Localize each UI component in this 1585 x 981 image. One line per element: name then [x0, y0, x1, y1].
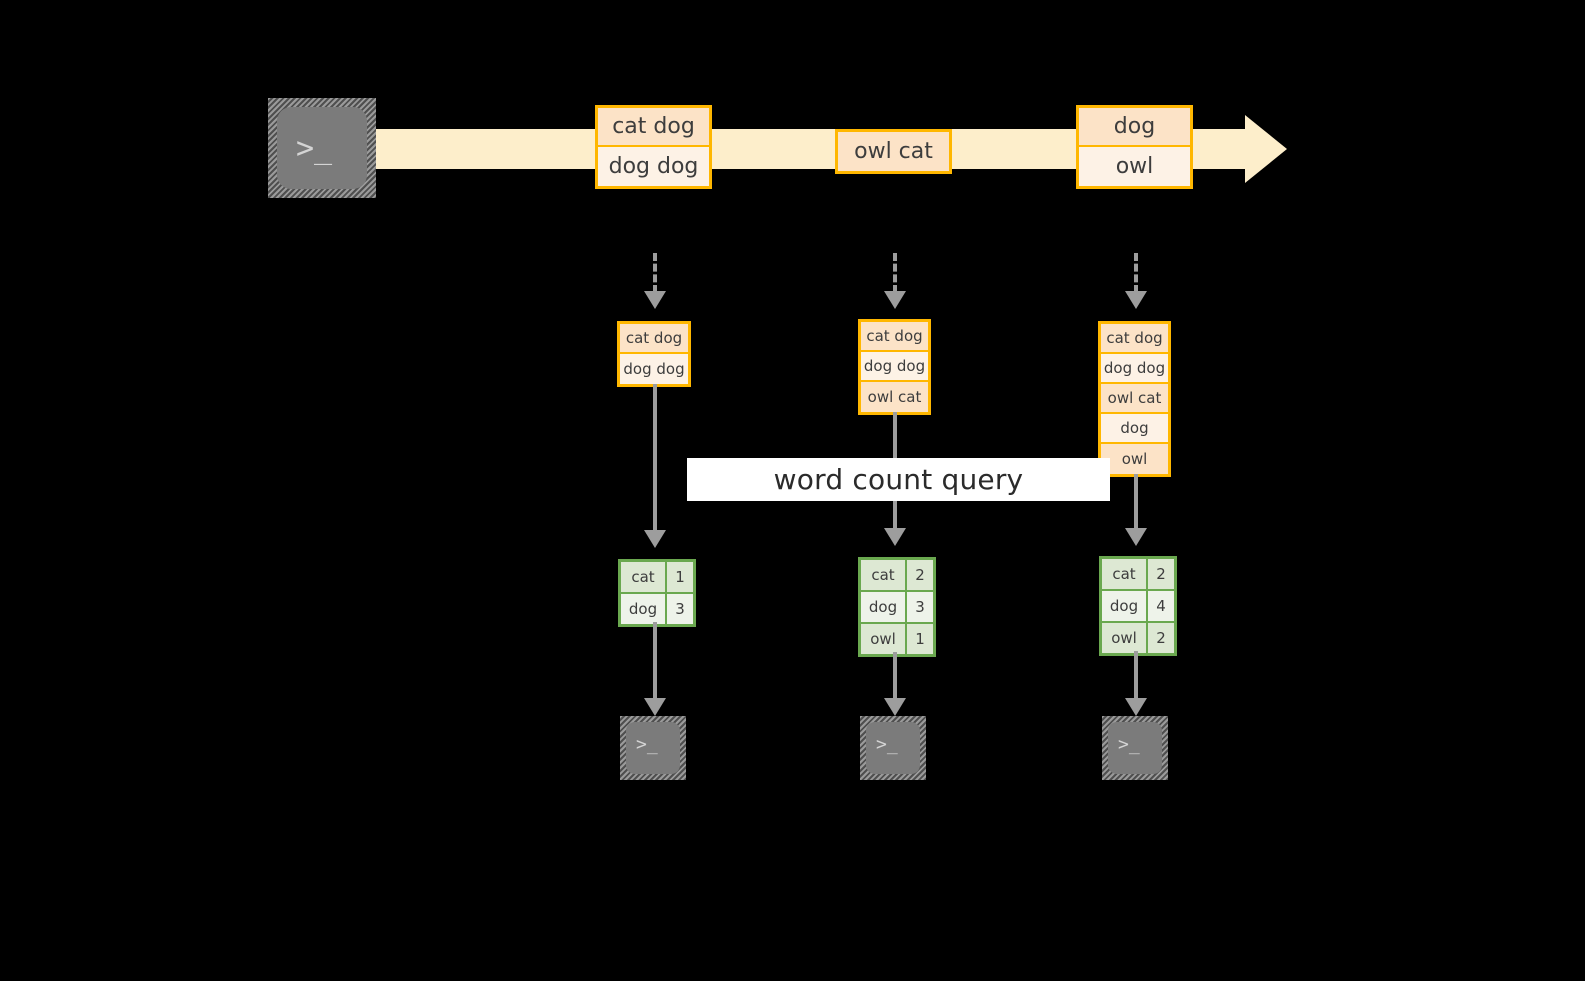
buffer-line: cat dog: [861, 322, 928, 352]
result-word: cat: [1102, 559, 1148, 589]
snapshot-2-buffer[interactable]: cat dog dog dog owl cat: [858, 319, 931, 415]
sink-arrowhead-2: [884, 698, 906, 716]
buffer-line: dog dog: [620, 354, 688, 384]
result-count: 4: [1148, 591, 1174, 621]
result-word: owl: [1102, 623, 1148, 653]
terminal-prompt-glyph: >_: [296, 131, 333, 166]
sink-connector-3: [1134, 651, 1138, 700]
buffer-line: dog: [1101, 414, 1168, 444]
buffer-line: dog dog: [861, 352, 928, 382]
terminal-body: >_: [866, 722, 920, 774]
snapshot-2-sink-terminal-icon[interactable]: >_: [860, 716, 926, 780]
result-count: 2: [907, 560, 933, 590]
feed-connector-2: [893, 253, 897, 293]
event-line: owl: [1079, 147, 1190, 186]
table-row: dog 3: [621, 594, 693, 624]
terminal-prompt-glyph: >_: [636, 734, 658, 755]
query-arrowhead-1: [644, 530, 666, 548]
result-word: dog: [861, 592, 907, 622]
event-line: dog: [1079, 108, 1190, 147]
snapshot-2-result-table[interactable]: cat 2 dog 3 owl 1: [858, 557, 936, 657]
feed-connector-1: [653, 253, 657, 293]
table-row: cat 1: [621, 562, 693, 594]
snapshot-1-result-table[interactable]: cat 1 dog 3: [618, 559, 696, 627]
event-line: cat dog: [598, 108, 709, 147]
snapshot-3-buffer[interactable]: cat dog dog dog owl cat dog owl: [1098, 321, 1171, 477]
buffer-line: owl cat: [1101, 384, 1168, 414]
stream-event-group-1[interactable]: cat dog dog dog: [595, 105, 712, 189]
stream-event-group-3[interactable]: dog owl: [1076, 105, 1193, 189]
feed-arrowhead-2: [884, 291, 906, 309]
terminal-body: >_: [277, 107, 367, 189]
buffer-line: dog dog: [1101, 354, 1168, 384]
event-line: dog dog: [598, 147, 709, 186]
table-row: owl 1: [861, 624, 933, 654]
result-count: 3: [907, 592, 933, 622]
table-row: cat 2: [861, 560, 933, 592]
terminal-prompt-glyph: >_: [1118, 734, 1140, 755]
result-word: dog: [621, 594, 667, 624]
query-connector-1: [653, 384, 657, 532]
query-connector-3: [1134, 474, 1138, 530]
table-row: dog 3: [861, 592, 933, 624]
sink-connector-1: [653, 622, 657, 700]
sink-connector-2: [893, 652, 897, 700]
query-arrowhead-3: [1125, 528, 1147, 546]
word-count-query-band: word count query: [687, 458, 1110, 501]
feed-arrowhead-3: [1125, 291, 1147, 309]
terminal-body: >_: [626, 722, 680, 774]
buffer-line: owl: [1101, 444, 1168, 474]
result-count: 1: [667, 562, 693, 592]
result-count: 2: [1148, 559, 1174, 589]
event-line: owl cat: [838, 132, 949, 171]
result-count: 3: [667, 594, 693, 624]
sink-arrowhead-3: [1125, 698, 1147, 716]
result-word: cat: [621, 562, 667, 592]
result-word: cat: [861, 560, 907, 590]
query-label: word count query: [773, 463, 1024, 496]
table-row: dog 4: [1102, 591, 1174, 623]
table-row: owl 2: [1102, 623, 1174, 653]
stream-arrowhead: [1245, 115, 1287, 183]
result-count: 1: [907, 624, 933, 654]
terminal-body: >_: [1108, 722, 1162, 774]
buffer-line: cat dog: [1101, 324, 1168, 354]
feed-arrowhead-1: [644, 291, 666, 309]
source-terminal-icon[interactable]: >_: [268, 98, 376, 198]
result-word: dog: [1102, 591, 1148, 621]
feed-connector-3: [1134, 253, 1138, 293]
snapshot-3-sink-terminal-icon[interactable]: >_: [1102, 716, 1168, 780]
table-row: cat 2: [1102, 559, 1174, 591]
snapshot-3-result-table[interactable]: cat 2 dog 4 owl 2: [1099, 556, 1177, 656]
result-word: owl: [861, 624, 907, 654]
buffer-line: cat dog: [620, 324, 688, 354]
terminal-prompt-glyph: >_: [876, 734, 898, 755]
buffer-line: owl cat: [861, 382, 928, 412]
sink-arrowhead-1: [644, 698, 666, 716]
stream-event-group-2[interactable]: owl cat: [835, 129, 952, 174]
query-arrowhead-2: [884, 528, 906, 546]
snapshot-1-buffer[interactable]: cat dog dog dog: [617, 321, 691, 387]
result-count: 2: [1148, 623, 1174, 653]
snapshot-1-sink-terminal-icon[interactable]: >_: [620, 716, 686, 780]
